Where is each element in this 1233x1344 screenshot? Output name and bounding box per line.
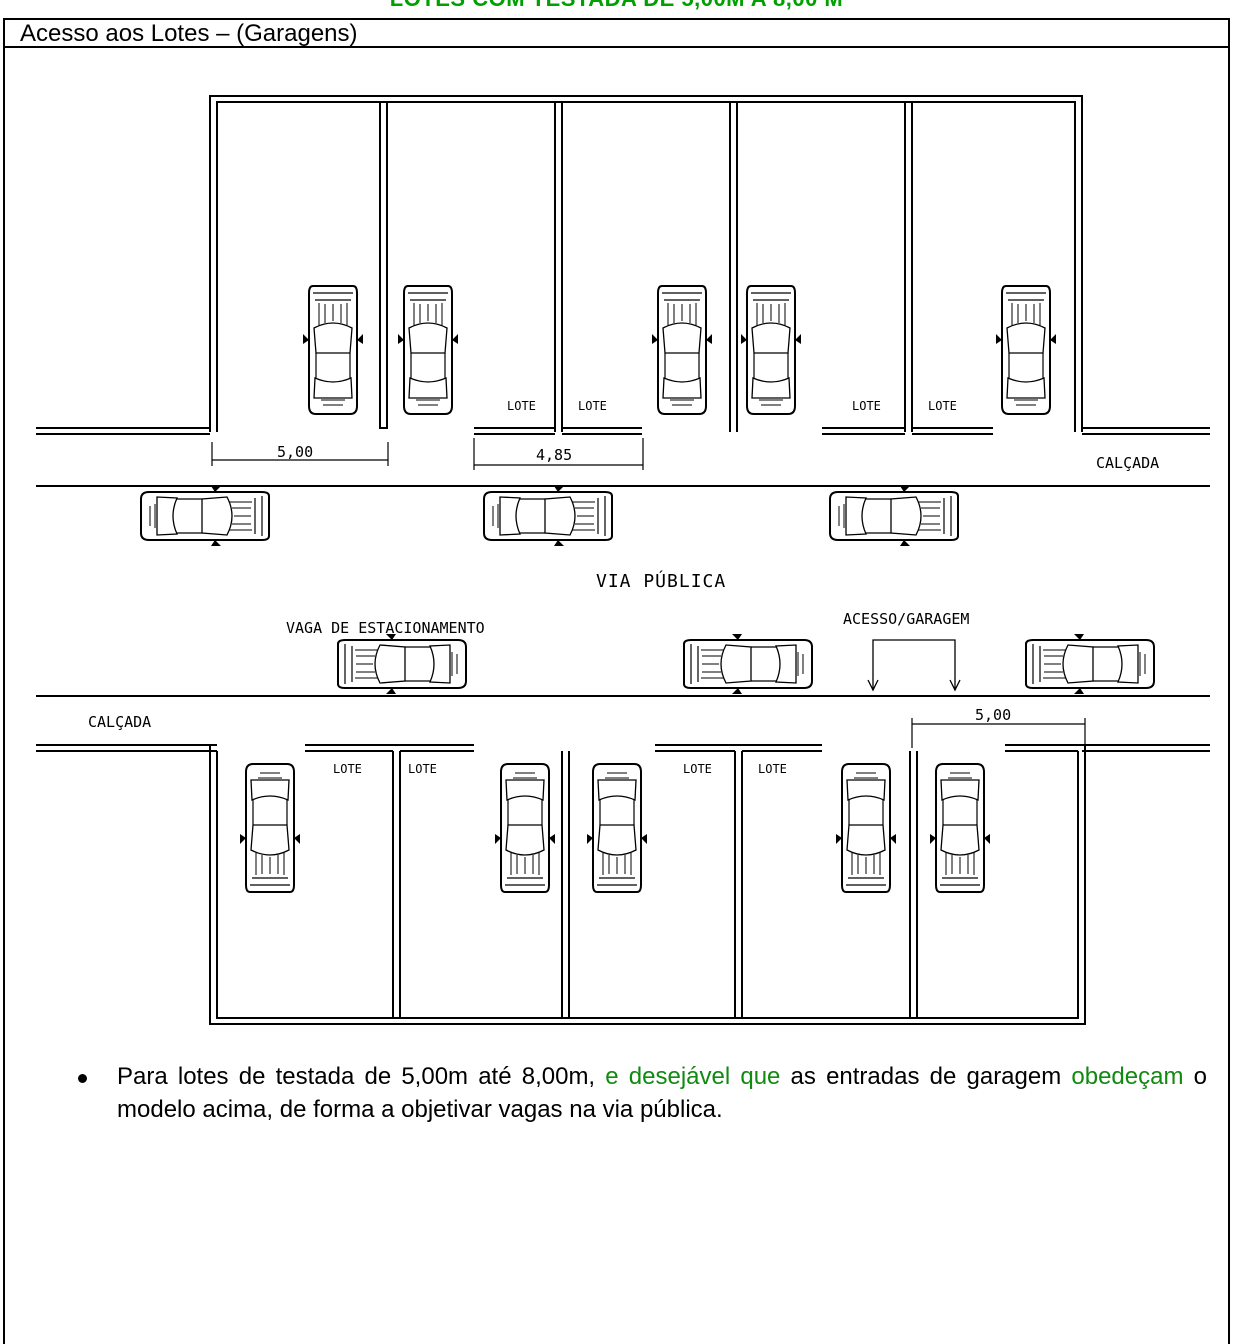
note-text: as entradas de garagem bbox=[780, 1063, 1072, 1090]
car-icon bbox=[740, 285, 802, 415]
car-icon bbox=[586, 763, 648, 893]
car-icon bbox=[494, 763, 556, 893]
car-icon bbox=[651, 285, 713, 415]
lote-label: LOTE bbox=[928, 399, 957, 413]
calcada-label-top: CALÇADA bbox=[1096, 454, 1159, 472]
document-frame bbox=[3, 18, 1230, 1344]
car-icon bbox=[239, 763, 301, 893]
dimension-lines bbox=[211, 438, 1086, 748]
guideline-note: Para lotes de testada de 5,00m até 8,00m… bbox=[117, 1060, 1207, 1126]
lote-label: LOTE bbox=[683, 762, 712, 776]
car-icon bbox=[302, 285, 364, 415]
garage-access-arrows bbox=[867, 639, 961, 692]
top-banner-title: LOTES COM TESTADA DE 5,00M A 8,00 M bbox=[0, 0, 1233, 12]
car-icon bbox=[835, 763, 897, 893]
dimension-top-left: 5,00 bbox=[277, 443, 313, 461]
lote-label: LOTE bbox=[507, 399, 536, 413]
car-icon bbox=[829, 485, 959, 547]
car-icon bbox=[483, 485, 613, 547]
sidewalk-lines bbox=[36, 427, 1210, 752]
top-lot-block bbox=[209, 95, 1083, 435]
note-text: Para lotes de testada de 5,00m até 8,00m… bbox=[117, 1063, 606, 1090]
car-icon bbox=[995, 285, 1057, 415]
lote-label: LOTE bbox=[408, 762, 437, 776]
bottom-lot-block bbox=[209, 744, 1086, 1025]
car-icon bbox=[337, 633, 467, 695]
dimension-top-mid: 4,85 bbox=[536, 446, 572, 464]
note-highlight: obedeçam bbox=[1071, 1063, 1184, 1090]
section-header: Acesso aos Lotes – (Garagens) bbox=[3, 18, 1230, 48]
car-icon bbox=[683, 633, 813, 695]
note-text: o modelo acima, de forma a objetivar vag… bbox=[117, 1063, 1207, 1123]
car-icon bbox=[140, 485, 270, 547]
parking-space-label: VAGA DE ESTACIONAMENTO bbox=[286, 619, 485, 637]
note-highlight: e desejável que bbox=[605, 1063, 781, 1090]
via-publica-label: VIA PÚBLICA bbox=[596, 570, 726, 592]
lote-label: LOTE bbox=[333, 762, 362, 776]
section-title: Acesso aos Lotes – (Garagens) bbox=[20, 20, 358, 47]
lote-label: LOTE bbox=[758, 762, 787, 776]
dimension-bottom-right: 5,00 bbox=[975, 706, 1011, 724]
bullet-icon bbox=[78, 1074, 87, 1083]
garage-access-label: ACESSO/GARAGEM bbox=[843, 610, 969, 628]
lote-label: LOTE bbox=[852, 399, 881, 413]
car-icon bbox=[1025, 633, 1155, 695]
car-icon bbox=[929, 763, 991, 893]
calcada-label-bottom: CALÇADA bbox=[88, 713, 151, 731]
lote-label: LOTE bbox=[578, 399, 607, 413]
lot-access-plan: 5,00 4,85 5,00 LOTE LOTE LOTE LOTE LOTE … bbox=[36, 95, 1210, 1025]
car-icon bbox=[397, 285, 459, 415]
